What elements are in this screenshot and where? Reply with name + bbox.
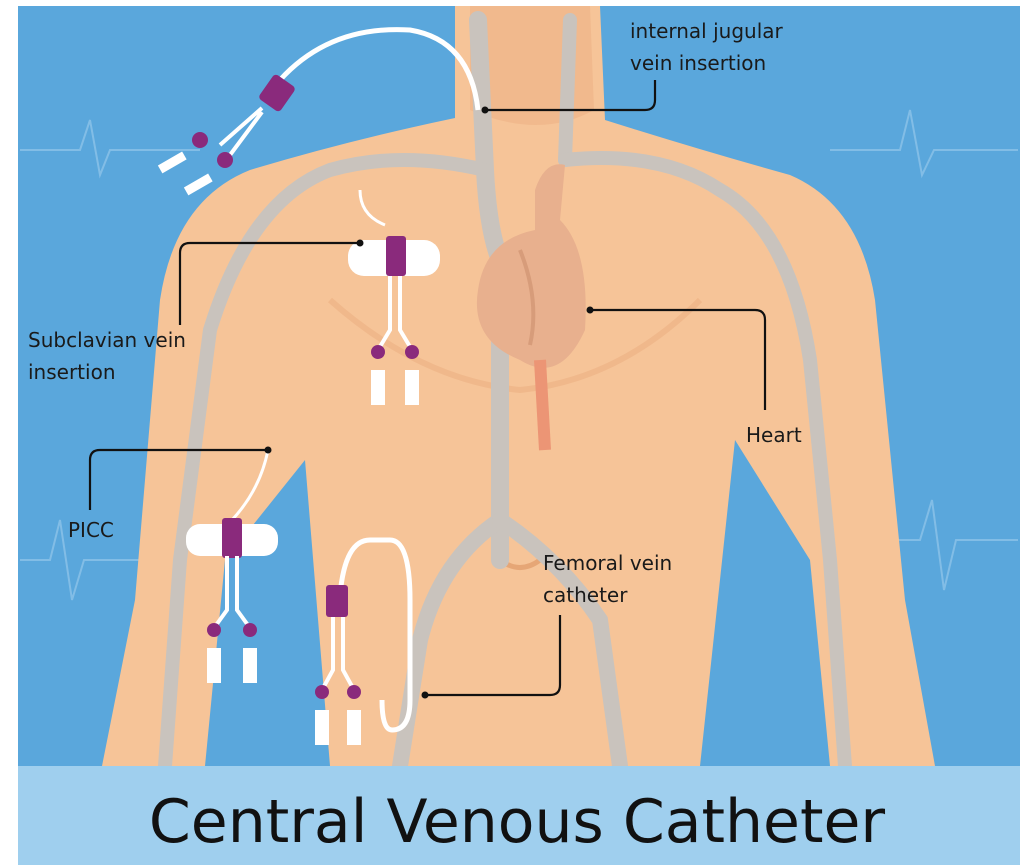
- diagram-title: Central Venous Catheter: [149, 787, 886, 857]
- label-heart: Heart: [746, 423, 802, 447]
- label-picc: PICC: [68, 518, 114, 542]
- label-femoral-line1: Femoral vein: [543, 551, 672, 575]
- label-subclavian-line1: Subclavian vein: [28, 328, 186, 352]
- label-subclavian-line2: insertion: [28, 360, 116, 384]
- label-femoral-line2: catheter: [543, 583, 628, 607]
- label-internal-jugular-line1: internal jugular: [630, 19, 784, 43]
- label-internal-jugular-line2: vein insertion: [630, 51, 766, 75]
